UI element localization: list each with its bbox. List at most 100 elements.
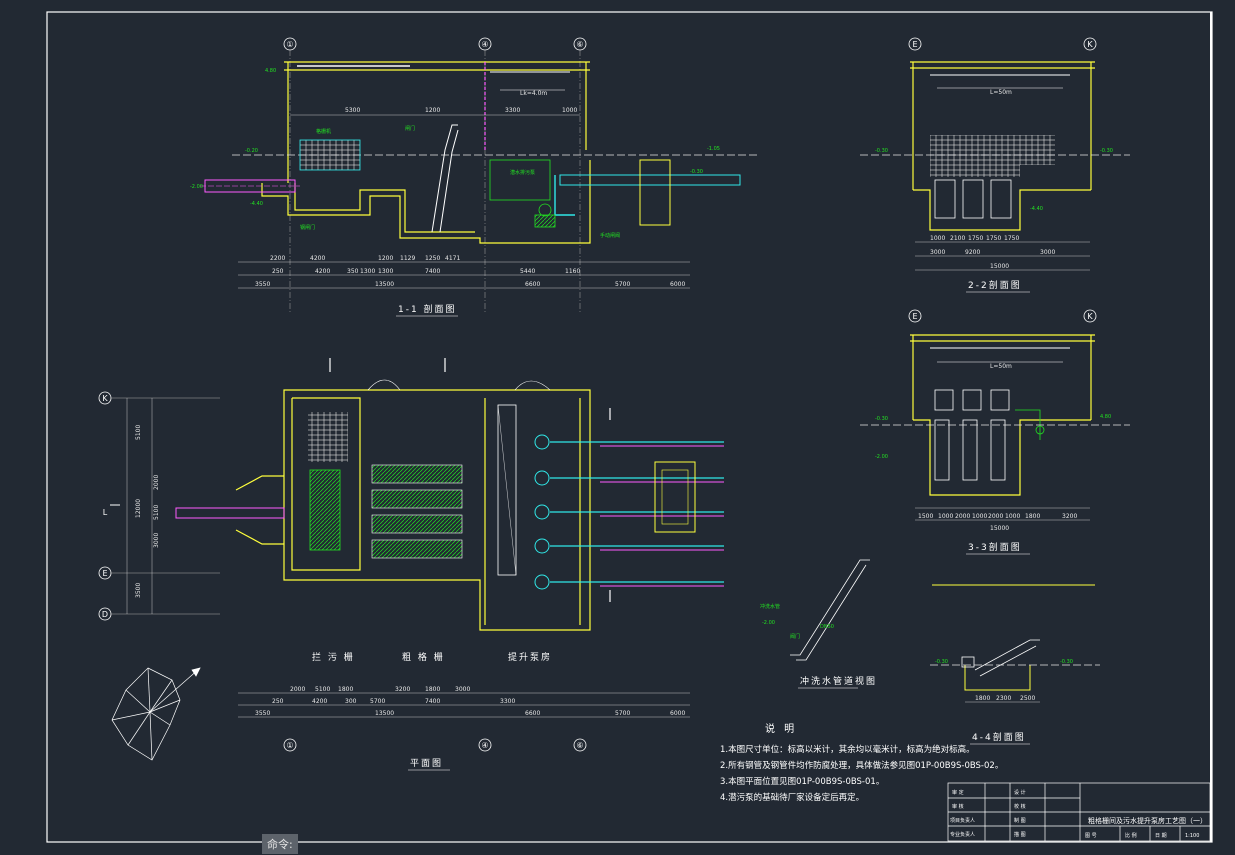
svg-text:E: E: [102, 569, 107, 578]
svg-text:250: 250: [272, 268, 284, 275]
svg-text:审 定: 审 定: [952, 789, 964, 796]
zone-label-coarse: 拦 污 栅: [312, 651, 355, 663]
discharge-3-3: [1015, 409, 1045, 440]
svg-text:2500: 2500: [1020, 695, 1035, 702]
svg-text:D: D: [102, 610, 108, 619]
drawing-name: 粗格栅间及污水提升泵房工艺图（一）: [1088, 816, 1207, 825]
screen-frames-2-2: [934, 179, 1012, 219]
svg-text:15000: 15000: [990, 263, 1009, 270]
svg-text:④: ④: [481, 741, 488, 750]
svg-text:1000: 1000: [972, 513, 987, 520]
svg-text:1:100: 1:100: [1185, 833, 1199, 839]
drawing-inner-frame: [1210, 12, 1212, 842]
svg-text:2300: 2300: [996, 695, 1011, 702]
inlet-pipe-1-1: [200, 179, 300, 193]
svg-text:1200: 1200: [378, 255, 393, 262]
plan-axis-bottom: ① ④ ⑥: [283, 738, 587, 752]
svg-text:①: ①: [286, 741, 293, 750]
svg-text:格栅机: 格栅机: [316, 128, 331, 135]
crane-span-label: Lk=4.0m: [520, 90, 547, 97]
svg-text:350: 350: [347, 268, 359, 275]
note-item-2: 2.所有钢管及钢管件均作防腐处理，具体做法参见图01P-00B9S-0BS-02…: [720, 760, 1003, 771]
svg-text:4200: 4200: [315, 268, 330, 275]
svg-text:比 例: 比 例: [1125, 832, 1137, 839]
svg-text:13500: 13500: [375, 710, 394, 717]
svg-text:K: K: [102, 394, 108, 403]
svg-text:-0.30: -0.30: [690, 169, 703, 175]
svg-text:1300: 1300: [378, 268, 393, 275]
flush-labels: 冲洗水管 -2.00 阀门 DN50: [760, 603, 834, 640]
building-walls-1-1: [261, 61, 591, 244]
zone-label-pump: 提升泵房: [508, 651, 552, 663]
svg-text:审 核: 审 核: [952, 803, 964, 810]
svg-text:图 号: 图 号: [1085, 833, 1097, 839]
note-item-1: 1.本图尺寸单位：标高以米计，其余均以毫米计，标高为绝对标高。: [720, 744, 975, 755]
section-2-2[interactable]: E K L=50m -0.30 -0.30 -4.40 1000 210: [860, 37, 1130, 293]
dims-3-3: 1500 1000 2000 1000 2000 1000 1800 3200 …: [915, 507, 1090, 532]
svg-text:5700: 5700: [370, 698, 385, 705]
command-line-prompt[interactable]: 命令:: [262, 834, 298, 854]
svg-text:1200: 1200: [425, 107, 440, 114]
svg-text:1000: 1000: [938, 513, 953, 520]
svg-text:7400: 7400: [425, 268, 440, 275]
title-block[interactable]: [947, 782, 1211, 842]
svg-text:-0.30: -0.30: [875, 416, 888, 422]
conveyor-4-4: [961, 639, 1040, 677]
section-4-4[interactable]: -0.30 -0.30 1800 2300 2500 4-4剖面图: [930, 584, 1100, 745]
dims-4-4: 1800 2300 2500: [965, 695, 1040, 703]
svg-text:1800: 1800: [425, 686, 440, 693]
walls-3-3: [910, 334, 1095, 496]
svg-text:⑥: ⑥: [576, 741, 583, 750]
svg-text:6600: 6600: [525, 281, 540, 288]
levels-1-1: 4.80 -0.20 -2.00 -4.40 -1.05 -0.30: [190, 68, 720, 207]
svg-text:1129: 1129: [400, 255, 415, 262]
svg-text:5100: 5100: [315, 686, 330, 693]
title-block-text: 粗格栅间及污水提升泵房工艺图（一） 审 定 审 核 项目负责人 专业负责人 设 …: [950, 789, 1207, 839]
notes-title: 说 明: [765, 722, 797, 735]
svg-text:4171: 4171: [445, 255, 460, 262]
svg-text:3000: 3000: [930, 249, 945, 256]
svg-text:⑥: ⑥: [576, 40, 583, 49]
plan-view[interactable]: K L E D 5100 12000 2000 5100 3000 3500: [98, 358, 724, 771]
plan-doors: [367, 379, 551, 391]
svg-text:手动闸阀: 手动闸阀: [600, 232, 620, 239]
svg-text:-0.30: -0.30: [1100, 148, 1113, 154]
svg-text:-0.20: -0.20: [245, 148, 258, 154]
svg-text:日 期: 日 期: [1155, 833, 1167, 839]
svg-text:设 计: 设 计: [1014, 789, 1026, 796]
plan-pumps: [534, 434, 550, 590]
svg-text:15000: 15000: [990, 525, 1009, 532]
axis-6-top: ⑥: [573, 37, 587, 312]
dims-2-2: 1000 2100 1750 1750 1750 3000 9200 3000 …: [915, 235, 1090, 271]
title-section-4-4: 4-4剖面图: [972, 731, 1026, 743]
svg-text:1250: 1250: [425, 255, 440, 262]
svg-text:-0.30: -0.30: [875, 148, 888, 154]
svg-text:3200: 3200: [395, 686, 410, 693]
inclined-fine-screen: [431, 124, 459, 233]
crane-span-2-2: L=50m: [990, 89, 1012, 96]
svg-text:6000: 6000: [670, 281, 685, 288]
svg-text:5700: 5700: [615, 281, 630, 288]
svg-text:1800: 1800: [1025, 513, 1040, 520]
svg-text:L: L: [103, 508, 108, 517]
svg-text:3550: 3550: [255, 281, 270, 288]
svg-text:项目负责人: 项目负责人: [950, 817, 975, 824]
screen-grid-2-2: [930, 135, 1055, 165]
section-3-3[interactable]: E K L=50m -0.30 4.80 -2.00: [860, 309, 1130, 555]
plan-walls: [235, 389, 591, 631]
svg-text:3000: 3000: [1040, 249, 1055, 256]
svg-text:300: 300: [345, 698, 357, 705]
note-item-3: 3.本图平面位置见图01P-00B9S-0BS-01。: [720, 776, 884, 787]
svg-text:1750: 1750: [968, 235, 983, 242]
title-section-1-1: 1-1 剖面图: [398, 303, 457, 315]
plan-conveyor: [497, 404, 517, 576]
flush-water-pipe-view[interactable]: 冲洗水管 -2.00 阀门 DN50 冲洗水管道视图: [760, 559, 877, 689]
svg-text:2000: 2000: [988, 513, 1003, 520]
axis-4-top: ④: [478, 37, 492, 312]
svg-text:①: ①: [286, 40, 293, 49]
section-1-1[interactable]: ① ④ ⑥ Lk=4.0m 5: [190, 37, 760, 317]
svg-text:3550: 3550: [255, 710, 270, 717]
plan-screen-grid: [308, 412, 348, 462]
svg-text:E: E: [912, 312, 917, 321]
